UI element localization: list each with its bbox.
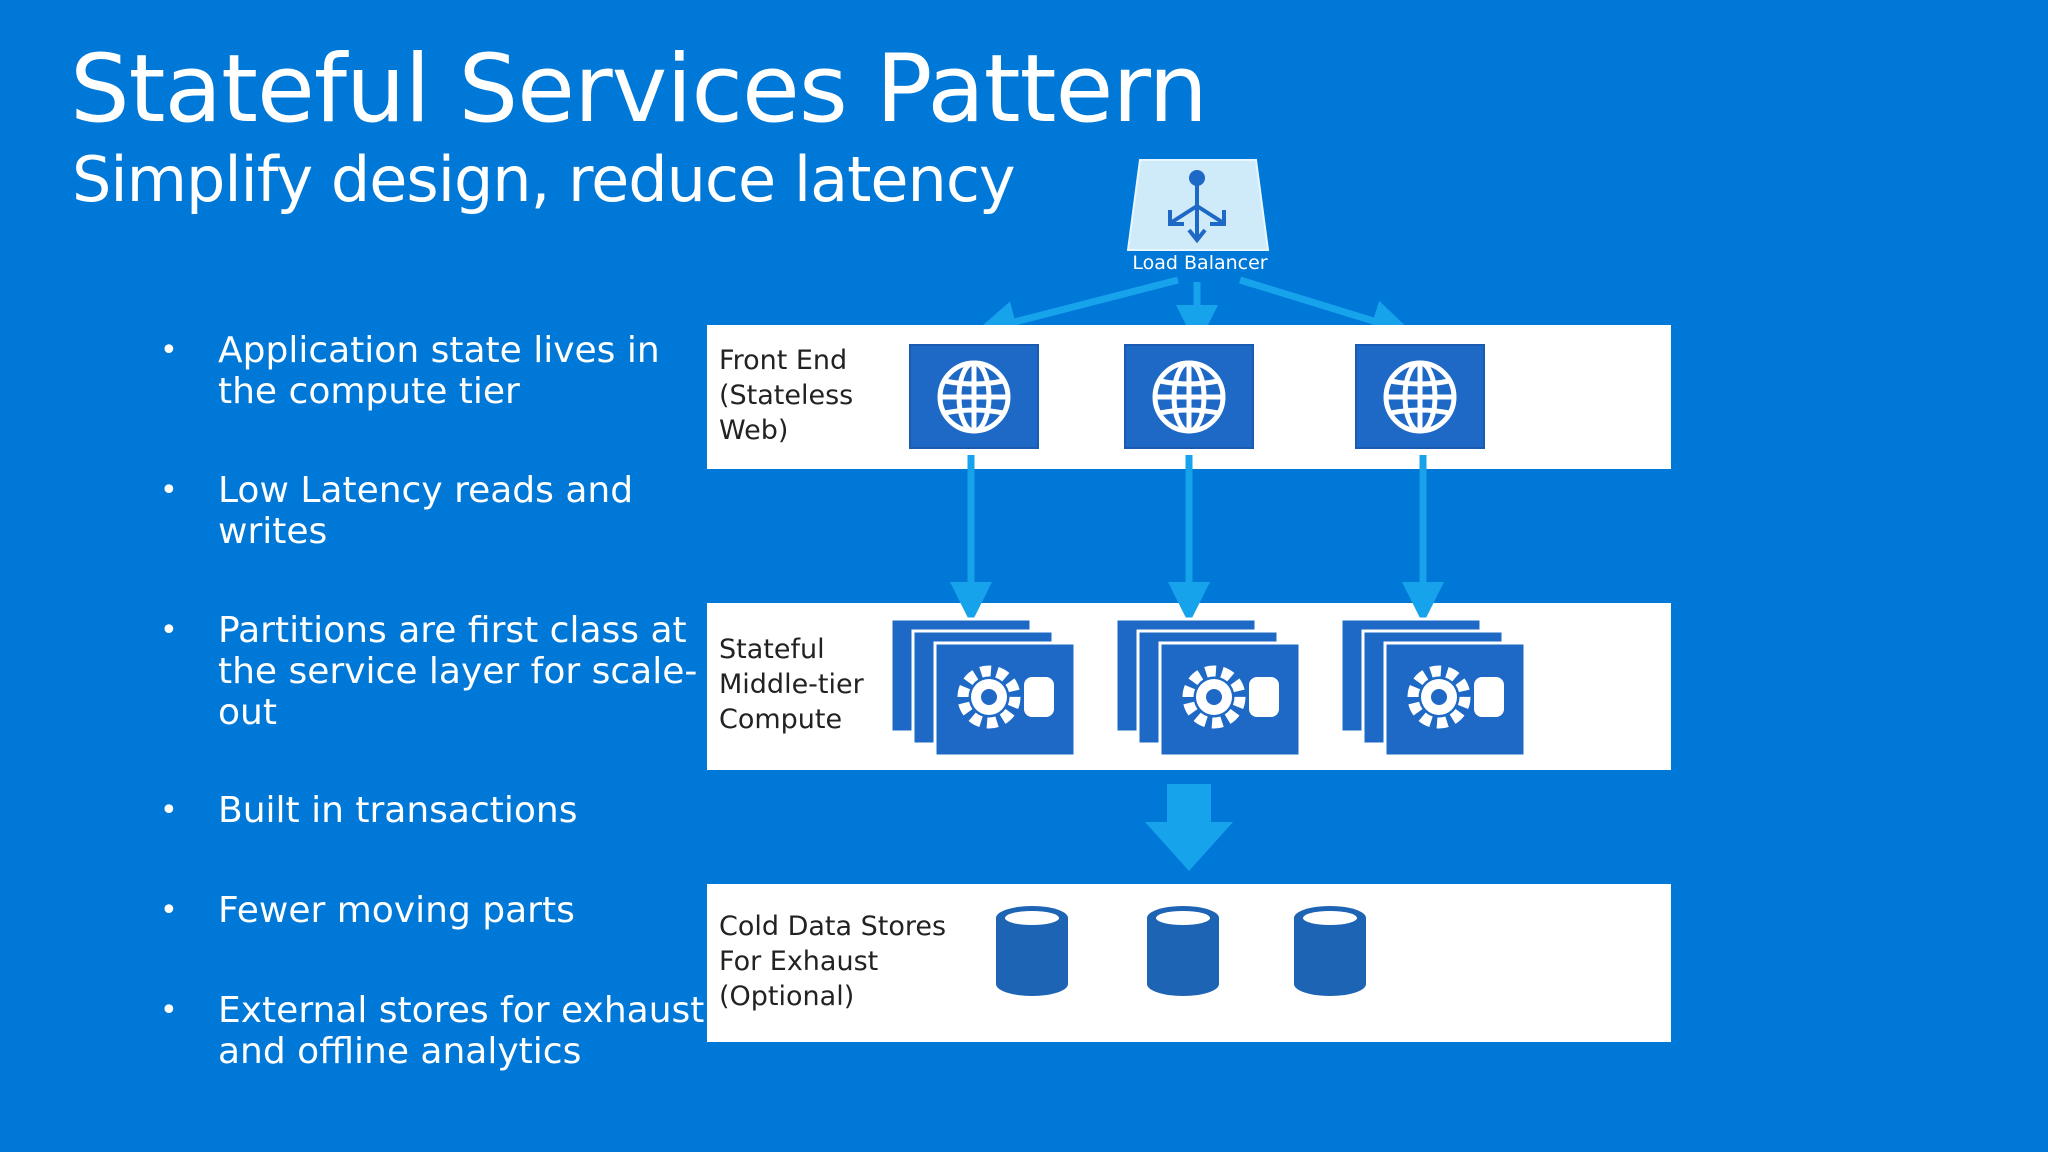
slide-subtitle: Simplify design, reduce latency bbox=[72, 143, 1016, 216]
front-end-label-line: (Stateless bbox=[719, 380, 854, 411]
bullet-dot: • bbox=[160, 893, 178, 928]
bullet-line: Built in transactions bbox=[218, 790, 578, 831]
globe-icon bbox=[910, 345, 1038, 448]
bullet-dot: • bbox=[160, 333, 178, 368]
middle-tier-label-line: Stateful bbox=[719, 634, 825, 665]
tier-arrows bbox=[950, 455, 1444, 624]
bullet-line: writes bbox=[218, 511, 328, 552]
bullet-text: Built in transactions bbox=[218, 790, 718, 831]
cold-store-label-line: For Exhaust bbox=[719, 946, 879, 977]
cold-store-label: Cold Data Stores For Exhaust (Optional) bbox=[719, 909, 946, 1014]
lb-arrows bbox=[974, 276, 1414, 347]
bullet-line: the service layer for scale- bbox=[218, 651, 698, 692]
bullet-line: Application state lives in bbox=[218, 330, 660, 371]
bullet-line: the compute tier bbox=[218, 371, 520, 412]
front-end-label-line: Front End bbox=[719, 345, 848, 376]
bullet-dot: • bbox=[160, 473, 178, 508]
down-arrow-icon bbox=[1145, 784, 1233, 871]
stateful-service-icon bbox=[891, 619, 1075, 756]
bullet-line: and offline analytics bbox=[218, 1031, 582, 1072]
bullet-dot: • bbox=[160, 613, 178, 648]
bullet-dot: • bbox=[160, 793, 178, 828]
middle-tier-label: Stateful Middle-tier Compute bbox=[719, 632, 864, 737]
lb-arrow-right bbox=[1238, 276, 1414, 341]
bullet-line: Partitions are first class at bbox=[218, 610, 687, 651]
middle-tier-label-line: Compute bbox=[719, 704, 843, 735]
cold-store-label-line: Cold Data Stores bbox=[719, 911, 947, 942]
lb-arrow-left bbox=[974, 276, 1179, 343]
bullet-line: Fewer moving parts bbox=[218, 890, 575, 931]
globe-icon bbox=[1125, 345, 1253, 448]
stateful-service-icon bbox=[1341, 619, 1525, 756]
bullet-line: External stores for exhaust bbox=[218, 990, 705, 1031]
slide-title: Stateful Services Pattern bbox=[70, 35, 1208, 144]
bullet-dot: • bbox=[160, 993, 178, 1028]
database-icon bbox=[1294, 906, 1366, 996]
front-end-label-line: Web) bbox=[719, 415, 789, 446]
cold-store-label-line: (Optional) bbox=[719, 981, 855, 1012]
load-balancer-label: Load Balancer bbox=[1132, 252, 1268, 274]
database-icon bbox=[996, 906, 1068, 996]
globe-icon bbox=[1356, 345, 1484, 448]
bullet-line: Low Latency reads and bbox=[218, 470, 634, 511]
middle-tier-label-line: Middle-tier bbox=[719, 669, 864, 700]
stateful-service-icon bbox=[1116, 619, 1300, 756]
load-balancer bbox=[1126, 159, 1270, 251]
front-end-label: Front End (Stateless Web) bbox=[719, 343, 853, 448]
bullet-line: out bbox=[218, 692, 277, 733]
bullet-text: Fewer moving parts bbox=[218, 890, 718, 931]
database-icon bbox=[1147, 906, 1219, 996]
load-balancer-icon bbox=[1168, 170, 1226, 244]
